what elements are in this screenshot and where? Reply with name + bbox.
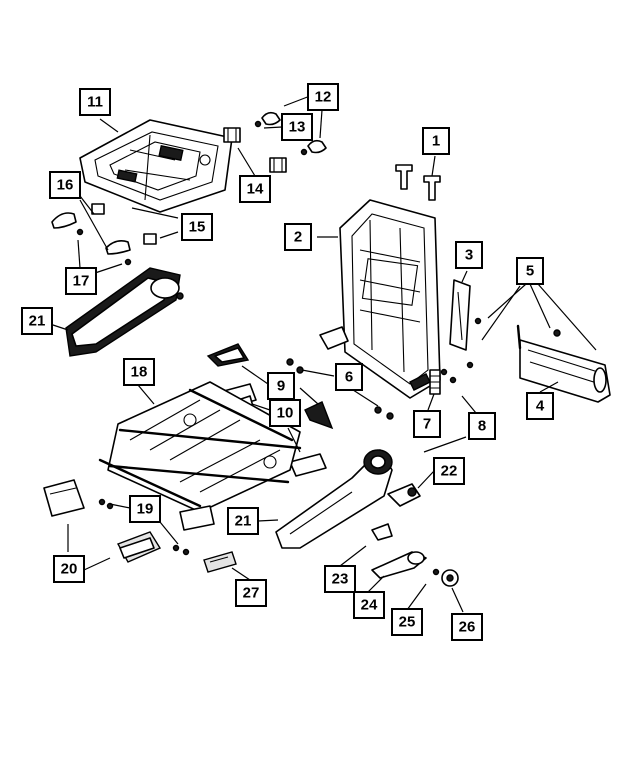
callout-19-label: 19	[137, 501, 154, 518]
callout-12-label: 12	[315, 89, 332, 106]
part-recliner-handle	[387, 483, 421, 507]
callout-2: 2	[284, 223, 312, 251]
part-small-pad	[203, 551, 237, 573]
callout-21-lower: 21	[227, 507, 259, 535]
callout-5: 5	[516, 257, 544, 285]
callout-1-label: 1	[432, 133, 440, 150]
callout-15: 15	[181, 213, 213, 241]
part-seat-back-frame	[319, 199, 441, 399]
part-clips-upper	[223, 111, 327, 173]
callout-15-label: 15	[189, 219, 206, 236]
callout-20-label: 20	[61, 561, 78, 578]
part-pivot-hardware	[286, 358, 457, 420]
part-seat-cushion-pan	[79, 119, 233, 213]
part-back-side-shield	[516, 324, 611, 403]
callout-19: 19	[129, 495, 161, 523]
callout-21-lower-label: 21	[235, 513, 252, 530]
callout-8-label: 8	[478, 418, 486, 435]
callout-18: 18	[123, 358, 155, 386]
part-front-cover	[43, 479, 162, 563]
callout-4-label: 4	[536, 398, 545, 415]
callout-22-label: 22	[441, 463, 458, 480]
callout-3: 3	[455, 241, 483, 269]
callout-26-label: 26	[459, 619, 476, 636]
callout-23-label: 23	[332, 571, 349, 588]
callout-27-label: 27	[243, 585, 260, 602]
callout-17: 17	[65, 267, 97, 295]
part-side-shield-lower	[275, 449, 393, 549]
callout-6: 6	[335, 363, 363, 391]
part-headrest-guides	[395, 164, 441, 201]
callout-24-label: 24	[361, 597, 378, 614]
part-clips-left	[51, 203, 157, 266]
callout-10-label: 10	[277, 405, 294, 422]
part-back-bracket	[449, 279, 482, 369]
callout-27: 27	[235, 579, 267, 607]
callout-23: 23	[324, 565, 356, 593]
callout-16-label: 16	[57, 177, 74, 194]
callout-21-upper-label: 21	[29, 313, 46, 330]
callout-17-label: 17	[73, 273, 90, 290]
part-lever-set	[371, 523, 459, 587]
part-seat-adjuster	[98, 381, 302, 556]
callout-13: 13	[281, 113, 313, 141]
callout-1: 1	[422, 127, 450, 155]
callout-25-label: 25	[399, 614, 416, 631]
callout-21-upper: 21	[21, 307, 53, 335]
callout-9-label: 9	[277, 378, 285, 395]
callout-11: 11	[79, 88, 111, 116]
callout-5-label: 5	[526, 263, 534, 280]
callout-9: 9	[267, 372, 295, 400]
callout-25: 25	[391, 608, 423, 636]
callout-22: 22	[433, 457, 465, 485]
callout-8: 8	[468, 412, 496, 440]
callout-14-label: 14	[247, 181, 264, 198]
part-side-shield-upper	[65, 267, 184, 357]
callout-6-label: 6	[345, 369, 353, 386]
callout-11-label: 11	[87, 94, 103, 111]
callout-2-label: 2	[294, 229, 302, 246]
callout-4: 4	[526, 392, 554, 420]
callout-14: 14	[239, 175, 271, 203]
callout-24: 24	[353, 591, 385, 619]
callout-7-label: 7	[423, 416, 431, 433]
callout-7: 7	[413, 410, 441, 438]
callout-10: 10	[269, 399, 301, 427]
callout-13-label: 13	[289, 119, 306, 136]
callout-12: 12	[307, 83, 339, 111]
callout-18-label: 18	[131, 364, 148, 381]
callout-16: 16	[49, 171, 81, 199]
callout-26: 26	[451, 613, 483, 641]
callout-3-label: 3	[465, 247, 473, 264]
callout-20: 20	[53, 555, 85, 583]
